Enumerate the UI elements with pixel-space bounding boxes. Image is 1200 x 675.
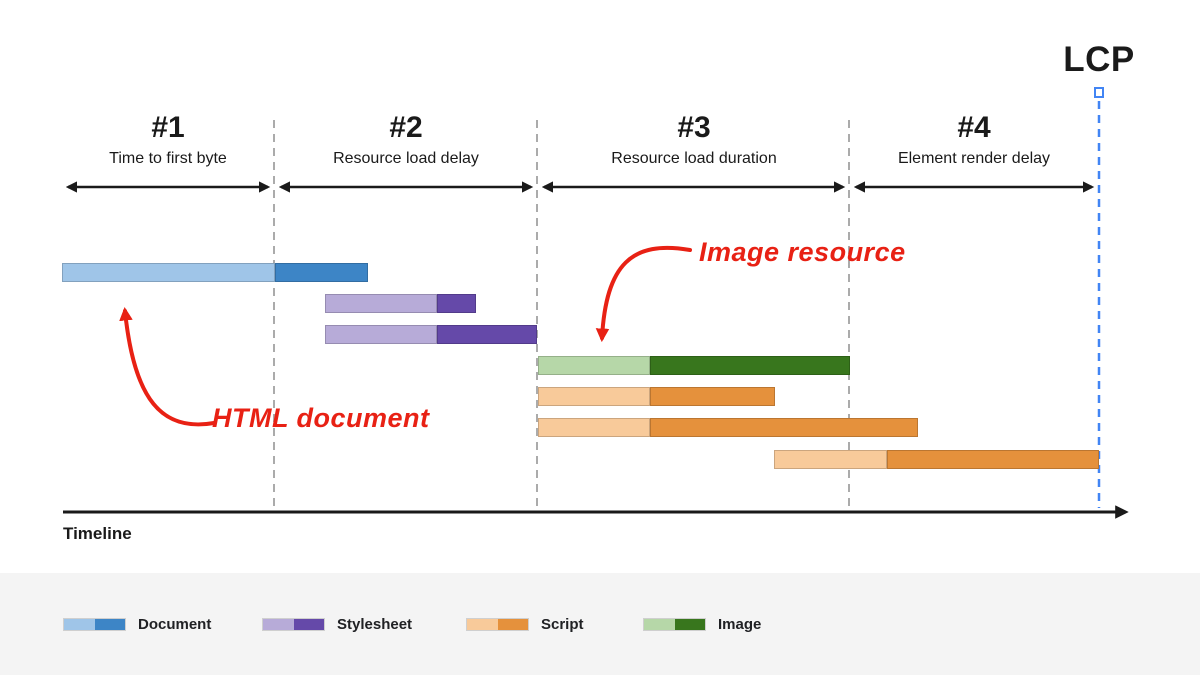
bar-stylesheet-dark [437, 325, 537, 344]
legend-item-stylesheet: Stylesheet [262, 616, 412, 633]
legend-label-image: Image [718, 616, 762, 633]
stylesheet-swatch-icon [262, 618, 325, 631]
phase-3-heading: #3 Resource load duration [564, 111, 824, 168]
timeline-axis-label: Timeline [63, 524, 132, 543]
document-swatch-icon [63, 618, 126, 631]
annotation-arrow-image [595, 245, 692, 343]
annotation-arrow-html [119, 306, 216, 427]
bar-script-light [774, 450, 887, 469]
legend-label-document: Document [138, 616, 212, 633]
lcp-label: LCP [1063, 40, 1135, 79]
bar-script-light [538, 387, 650, 406]
phase-2-name: Resource load delay [333, 150, 479, 167]
bar-stylesheet-light [325, 294, 437, 313]
script-swatch-icon [466, 618, 529, 631]
bar-script-dark [650, 418, 918, 437]
legend-item-script: Script [466, 616, 584, 633]
bar-script-dark [650, 387, 775, 406]
legend-label-script: Script [541, 616, 584, 633]
phase-2-heading: #2 Resource load delay [276, 111, 536, 168]
bar-script-dark [887, 450, 1099, 469]
phase-2-number: #2 [389, 111, 423, 144]
bar-image-light [538, 356, 650, 375]
phase-1-heading: #1 Time to first byte [38, 111, 298, 168]
bar-image-dark [650, 356, 850, 375]
legend: Document Stylesheet Script Image [0, 573, 1200, 675]
bar-document-dark [275, 263, 368, 282]
phase-4-name: Element render delay [897, 150, 1051, 167]
lcp-marker-icon [1094, 87, 1104, 98]
phase-1-number: #1 [151, 111, 185, 144]
bar-script-light [538, 418, 650, 437]
phase-3-number: #3 [677, 111, 711, 144]
legend-label-stylesheet: Stylesheet [337, 616, 413, 633]
phase-3-name: Resource load duration [611, 150, 777, 167]
legend-item-document: Document [63, 616, 211, 633]
annotation-image-resource: Image resource [699, 237, 906, 267]
legend-item-image: Image [643, 616, 761, 633]
bar-stylesheet-dark [437, 294, 476, 313]
bar-document-light [62, 263, 275, 282]
phase-4-heading: #4 Element render delay [844, 111, 1104, 168]
bar-stylesheet-light [325, 325, 437, 344]
image-swatch-icon [643, 618, 706, 631]
phase-1-name: Time to first byte [109, 150, 227, 167]
phase-4-number: #4 [957, 111, 991, 144]
annotation-html-document: HTML document [212, 403, 430, 433]
